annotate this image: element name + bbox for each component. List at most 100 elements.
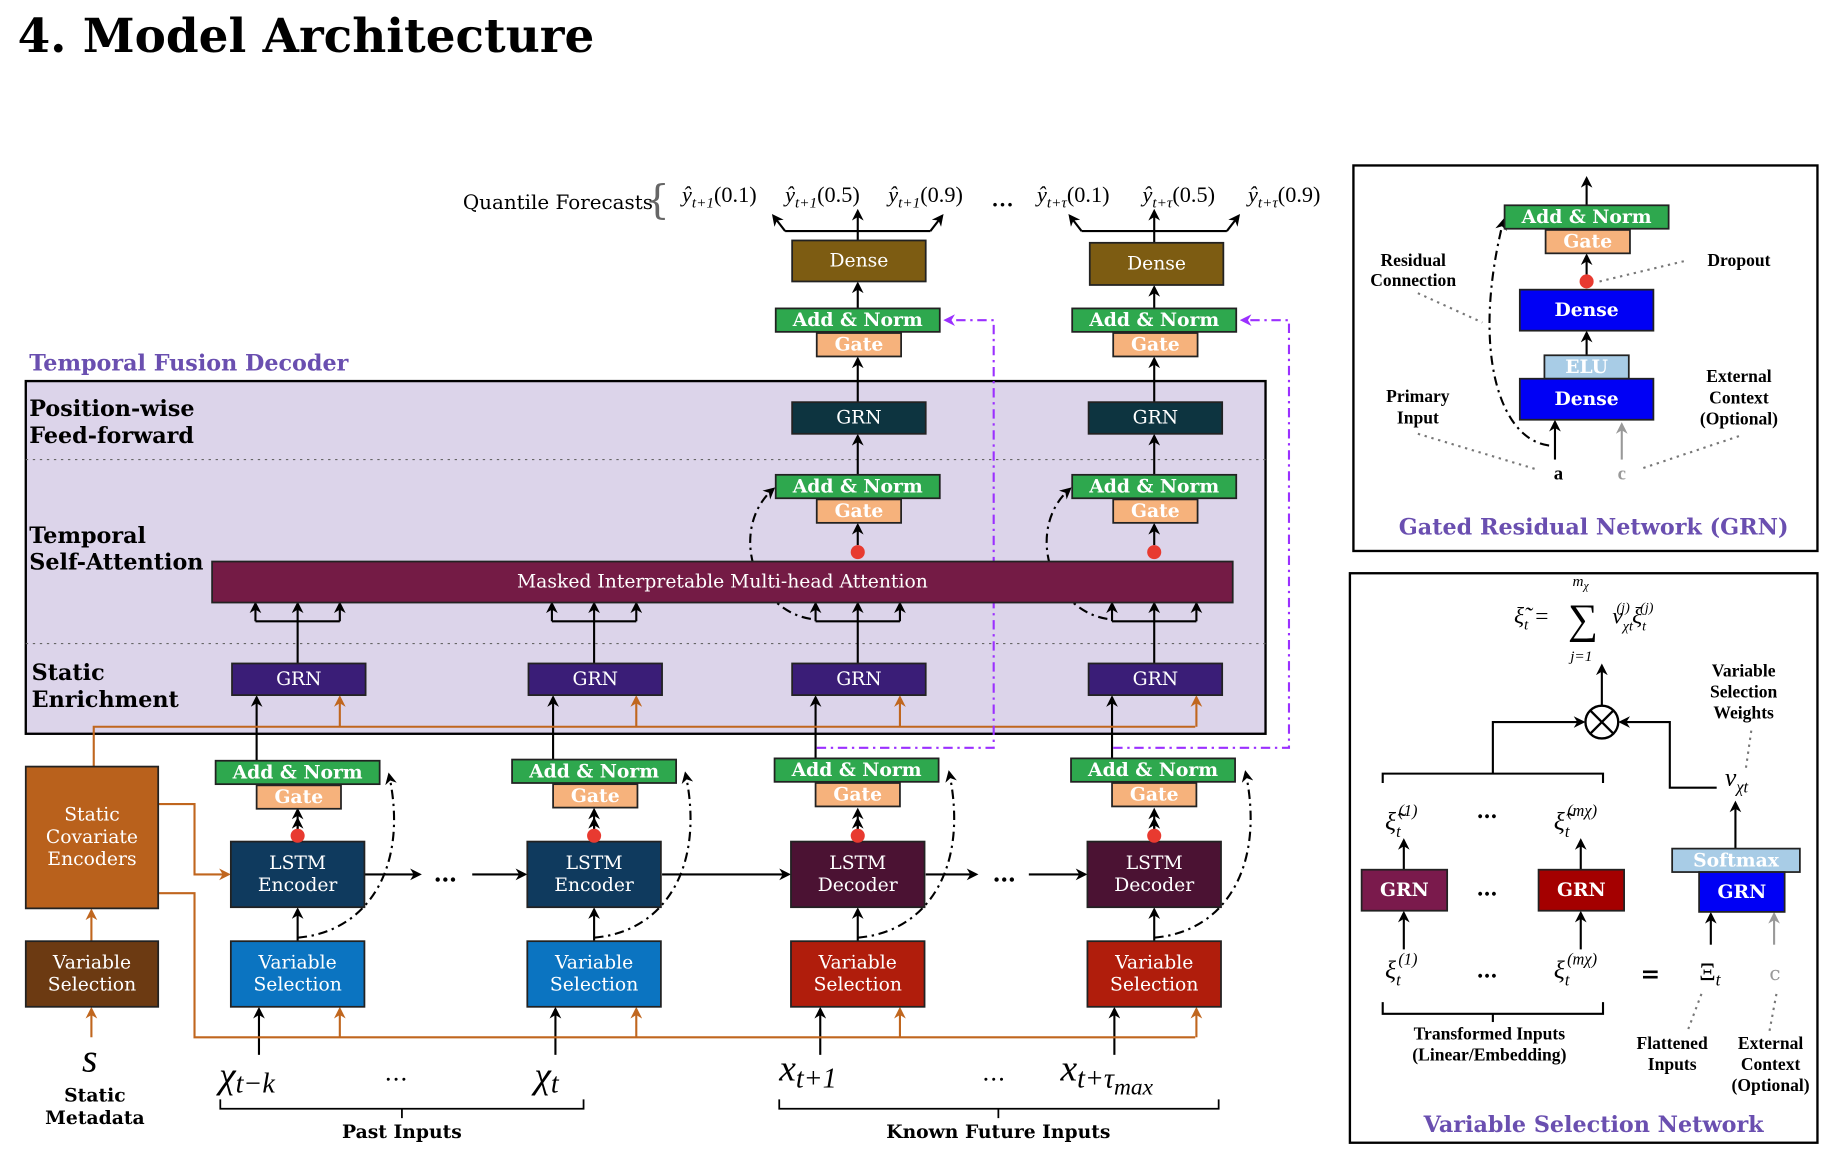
past-ellipsis: … [384,1059,407,1087]
add-norm-block: Add & Norm [214,759,381,786]
static-covariate-encoders-block-label: Covariate [46,827,138,848]
gate-block-rect [255,784,342,810]
gate-block-rect [815,332,902,358]
external-context-label: (Optional) [1700,408,1778,428]
lstm-decoder-block-rect [1086,840,1222,909]
dropout-dot [587,828,602,843]
vsn-grn-block-label: GRN [1380,879,1429,901]
ellipsis: … [1476,958,1497,983]
layer-label: Temporal [29,523,146,549]
connections [85,176,1780,1055]
quantile-forecasts-label: Quantile Forecasts [463,191,653,214]
static-covariate-encoders-block-label: Static [64,805,120,826]
vsn-grn-block-label: GRN [1557,879,1606,901]
svg-text:mχ: mχ [1573,573,1590,593]
static-enrichment-grn-label: GRN [836,669,881,690]
connector-arrow [158,803,231,881]
external-leader [1768,993,1778,1032]
connector-arrow [1226,213,1241,232]
add-norm-block: Add & Norm [1503,204,1670,230]
dropout-dot [1147,828,1162,843]
attention-block-rect [211,560,1234,604]
add-norm-block: Add & Norm [1070,757,1236,783]
static-covariate-encoders-block-label: Encoders [47,849,136,870]
variable-selection-block-rect [526,940,662,1008]
variable-selection-block-label: Variable [554,952,633,973]
multiply-cross [1589,709,1615,735]
layer-label: Position-wise [29,396,194,422]
static-enrichment-grn-label: GRN [276,669,321,690]
static-enrichment-grn-rect [1087,662,1224,696]
static-enrichment-grn: GRN [1087,662,1224,696]
variable-selection-block-label: Variable [1114,952,1193,973]
add-norm-block-rect [1503,204,1670,230]
gate-block: Gate [1544,229,1631,255]
vsn-panel-title: Variable Selection Network [1423,1112,1765,1138]
output-dense-block-label: Dense [829,250,888,271]
connector-arrow [92,725,1196,767]
vsn-grn-block: GRN [1698,871,1786,913]
add-norm-block-rect [774,307,941,333]
add-norm-block: Add & Norm [1071,473,1238,500]
output-dense-block: Dense [1088,241,1225,286]
future-input-label: xt+τmax [1059,1049,1153,1101]
forecast-label: ŷt+τ(0.9) [1246,182,1320,212]
static-variable-selection-block-rect [24,940,160,1008]
connector-arrow [929,213,944,232]
add-norm-block: Add & Norm [773,757,940,783]
variable-selection-block-rect [229,940,366,1008]
weights-label: Variable [1712,660,1776,680]
flattened-inputs-label: Inputs [1648,1054,1697,1074]
add-norm-block: Add & Norm [511,758,678,784]
feedforward-grn-label: GRN [1133,407,1178,428]
gate-block: Gate [814,782,901,808]
gate-block-label: Gate [1131,500,1180,522]
lstm-encoder-block-rect [229,840,366,909]
dropout-dot [850,545,865,560]
gate-block-rect [1112,332,1199,358]
gate-block-label: Gate [1131,334,1180,356]
dropout-dot [1579,274,1594,289]
connector-arrow [1381,772,1605,783]
external-context-label: External [1706,366,1771,386]
svg-text:∑: ∑ [1568,596,1598,643]
gate-block: Gate [1112,498,1199,524]
vsn-grn-block-rect [1537,868,1625,912]
variable-selection-block-label: Selection [814,975,902,996]
softmax-block: Softmax [1671,847,1801,873]
grn-panel-title: Gated Residual Network (GRN) [1399,515,1789,541]
static-enrichment-grn-rect [527,662,663,696]
residual-connection [1488,218,1550,447]
gate-block-label: Gate [835,500,884,522]
static-enrichment-grn: GRN [791,662,927,696]
gate-block: Gate [815,332,902,358]
primary-input-label: Primary [1386,386,1450,406]
connector-arrow [1491,716,1586,774]
gate-block: Gate [255,784,342,810]
add-norm-block-rect [1071,307,1238,333]
output-dense-block-rect [791,239,927,283]
variable-selection-block-label: Selection [550,975,638,996]
add-norm-block-label: Add & Norm [1521,206,1652,228]
gate-block-label: Gate [1563,231,1612,253]
forecast-ellipsis: … [991,186,1013,211]
variable-selection-block-rect [1086,940,1222,1008]
transformed-m-symbol: ξ̃t(mχ) [1554,801,1597,841]
gate-block: Gate [815,498,902,524]
add-norm-block: Add & Norm [1071,307,1238,333]
forecast-label: ŷt+1(0.5) [783,182,860,212]
vsn-grn-block-rect [1698,871,1786,913]
vsn-panel-frame [1348,572,1819,1144]
known-future-inputs-label: Known Future Inputs [886,1121,1110,1143]
lstm-encoder-block-label: LSTM [566,853,623,874]
connector-arrow [1068,213,1083,232]
variable-selection-block-label: Selection [1110,975,1198,996]
vsn-formula: ξ̃t= ∑ mχ j=1 vχt(j)ξt(j) [1514,573,1654,665]
layer-label: Self-Attention [29,550,203,576]
